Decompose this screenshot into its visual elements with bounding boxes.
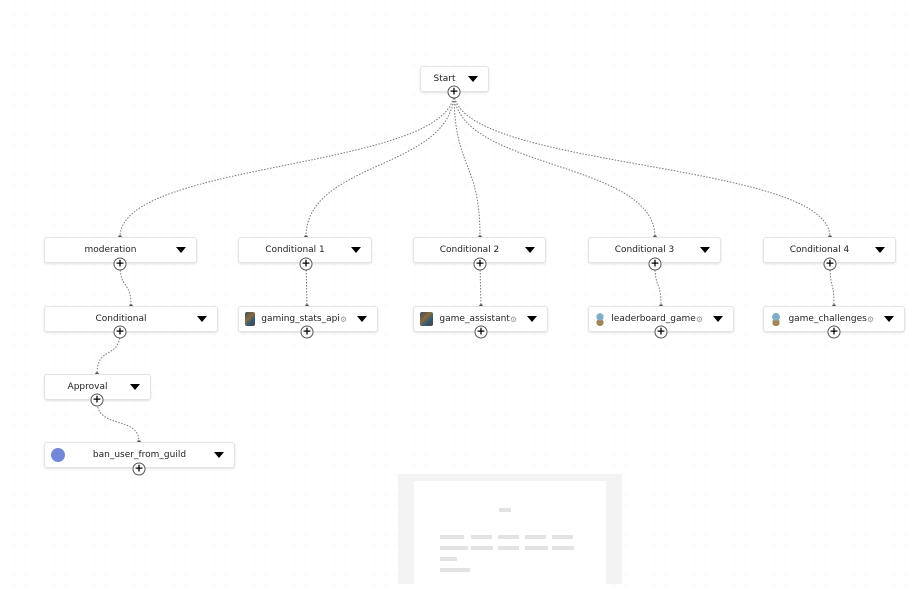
node-label: Start: [433, 74, 456, 84]
chevron-down-icon[interactable]: [214, 452, 224, 458]
node-label: leaderboard_game: [611, 314, 696, 324]
squirtle-icon: [595, 312, 606, 326]
add-step-button[interactable]: +: [113, 256, 127, 271]
node-label: Approval: [67, 382, 108, 392]
node-label: moderation: [84, 245, 137, 255]
node-label: Conditional 1: [265, 245, 325, 255]
conditional-node[interactable]: Conditional: [44, 306, 218, 332]
chevron-down-icon[interactable]: [351, 247, 361, 253]
add-step-button[interactable]: +: [447, 84, 461, 99]
gear-icon[interactable]: ⚙: [509, 314, 517, 324]
add-step-button[interactable]: +: [823, 256, 837, 271]
condition-node-3[interactable]: Conditional 3: [588, 237, 721, 263]
add-step-button[interactable]: +: [473, 256, 487, 271]
add-step-button[interactable]: +: [654, 324, 668, 339]
gear-icon[interactable]: ⚙: [695, 314, 703, 324]
mosaic-icon: [420, 312, 434, 326]
add-step-button[interactable]: +: [132, 461, 146, 476]
chevron-down-icon[interactable]: [700, 247, 710, 253]
squirtle-icon: [770, 312, 783, 326]
node-label: Conditional 4: [789, 245, 850, 255]
chevron-down-icon[interactable]: [525, 247, 535, 253]
add-step-button[interactable]: +: [827, 324, 841, 339]
chevron-down-icon[interactable]: [130, 384, 140, 390]
node-label: Conditional 2: [439, 245, 500, 255]
node-label: game_assistant: [439, 314, 510, 324]
chevron-down-icon[interactable]: [197, 316, 207, 322]
chevron-down-icon[interactable]: [527, 316, 537, 322]
skeleton-card: [414, 481, 606, 591]
add-step-button[interactable]: +: [300, 324, 314, 339]
gear-icon[interactable]: ⚙: [866, 314, 874, 324]
add-step-button[interactable]: +: [90, 392, 104, 407]
mosaic-icon: [245, 312, 256, 326]
chevron-down-icon[interactable]: [713, 316, 723, 322]
add-step-button[interactable]: +: [474, 324, 488, 339]
flow-edges: [95, 91, 836, 444]
chevron-down-icon[interactable]: [875, 247, 885, 253]
node-label: Conditional: [95, 314, 147, 324]
add-step-button[interactable]: +: [648, 256, 662, 271]
node-label: Conditional 3: [614, 245, 675, 255]
gear-icon[interactable]: ⚙: [339, 314, 347, 324]
chevron-down-icon[interactable]: [357, 316, 367, 322]
node-label: gaming_stats_api: [261, 314, 340, 324]
chevron-down-icon[interactable]: [176, 247, 186, 253]
node-label: ban_user_from_guild: [92, 450, 187, 460]
loading-preview-panel: [398, 474, 622, 591]
add-step-button[interactable]: +: [299, 256, 313, 271]
chevron-down-icon[interactable]: [884, 316, 894, 322]
chevron-down-icon[interactable]: [468, 76, 478, 82]
node-label: game_challenges: [788, 314, 867, 324]
discord-icon: [51, 448, 65, 462]
add-step-button[interactable]: +: [113, 324, 127, 339]
